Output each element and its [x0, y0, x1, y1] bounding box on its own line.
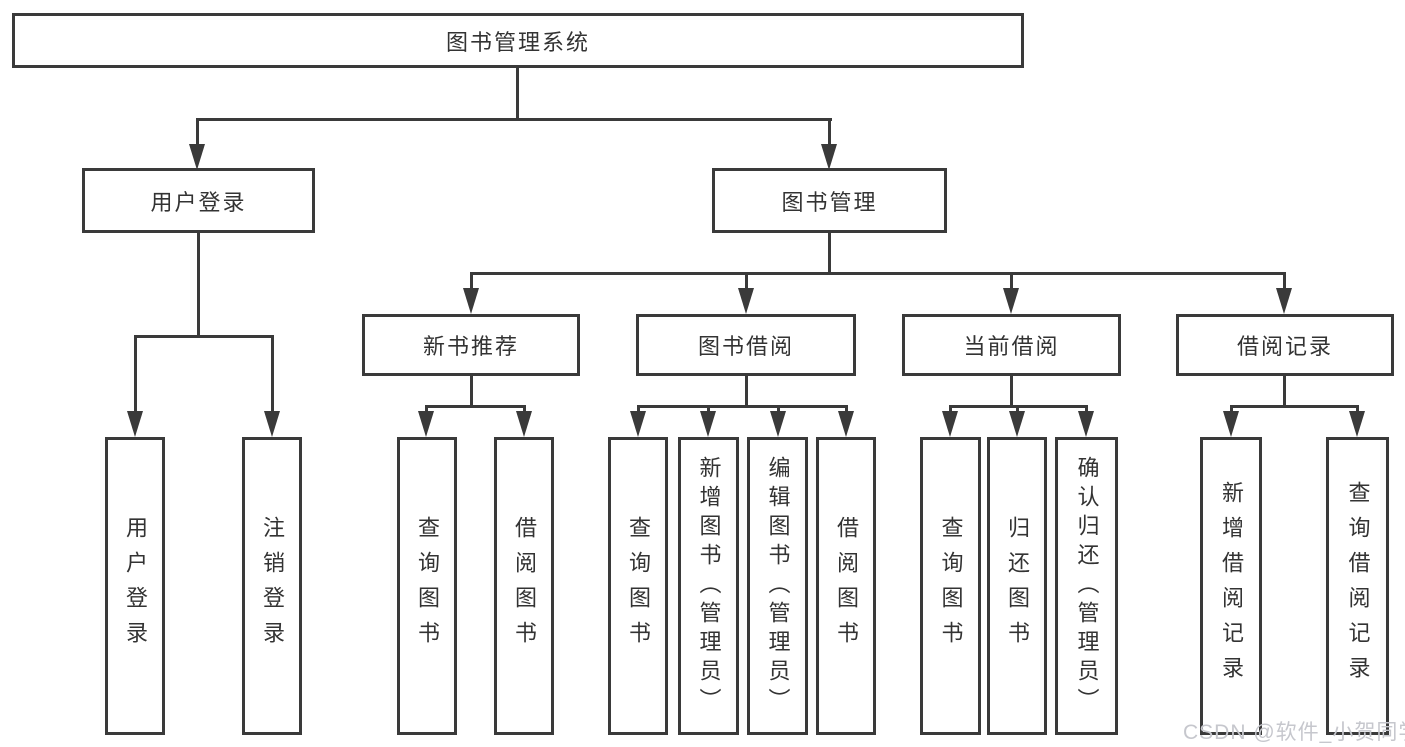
connector-line — [637, 405, 848, 408]
connector-line — [196, 118, 199, 146]
connector-line — [516, 66, 519, 118]
connector-line — [425, 405, 526, 408]
node-leaf-nbr-borrow-books: 借阅图书 — [494, 437, 554, 735]
connector-line — [1283, 272, 1286, 290]
connector-line — [1356, 405, 1359, 415]
connector-line — [1283, 376, 1286, 407]
arrow-down-icon — [770, 411, 786, 437]
csdn-watermark: CSDN @软件_小贺同学 — [1183, 721, 1405, 744]
connector-line — [1010, 272, 1013, 290]
connector-line — [637, 405, 640, 415]
arrow-down-icon — [1078, 411, 1094, 437]
arrow-down-icon — [942, 411, 958, 437]
connector-line — [523, 405, 526, 415]
connector-line — [777, 405, 780, 415]
node-leaf-logout: 注销登录 — [242, 437, 302, 735]
arrow-down-icon — [821, 144, 837, 170]
connector-line — [470, 376, 473, 407]
arrow-down-icon — [1276, 288, 1292, 314]
arrow-down-icon — [1349, 411, 1365, 437]
arrow-down-icon — [516, 411, 532, 437]
node-leaf-nbr-query-books: 查询图书 — [397, 437, 457, 735]
node-leaf-br-query-record: 查询借阅记录 — [1326, 437, 1389, 735]
connector-line — [470, 272, 473, 290]
arrow-down-icon — [838, 411, 854, 437]
connector-line — [828, 233, 831, 274]
node-book-borrow: 图书借阅 — [636, 314, 856, 376]
arrow-down-icon — [1003, 288, 1019, 314]
connector-line — [197, 233, 200, 335]
arrow-down-icon — [1009, 411, 1025, 437]
connector-line — [134, 335, 274, 338]
connector-line — [470, 272, 1286, 275]
node-leaf-bb-add-books-admin: 新增图书（管理员） — [678, 437, 739, 735]
node-root: 图书管理系统 — [12, 13, 1024, 68]
connector-line — [1010, 376, 1013, 407]
connector-line — [745, 376, 748, 407]
node-leaf-user-login: 用户登录 — [105, 437, 165, 735]
node-borrow-records: 借阅记录 — [1176, 314, 1394, 376]
connector-line — [1085, 405, 1088, 415]
arrow-down-icon — [418, 411, 434, 437]
node-leaf-cb-confirm-return-admin: 确认归还（管理员） — [1055, 437, 1118, 735]
node-new-book-rec: 新书推荐 — [362, 314, 580, 376]
connector-line — [271, 335, 274, 413]
arrow-down-icon — [463, 288, 479, 314]
arrow-down-icon — [1223, 411, 1239, 437]
connector-line — [845, 405, 848, 415]
node-leaf-bb-borrow-books: 借阅图书 — [816, 437, 876, 735]
connector-line — [745, 272, 748, 290]
arrow-down-icon — [738, 288, 754, 314]
node-leaf-bb-edit-books-admin: 编辑图书（管理员） — [747, 437, 808, 735]
node-book-mgmt: 图书管理 — [712, 168, 947, 233]
node-leaf-cb-query-books: 查询图书 — [920, 437, 981, 735]
connector-line — [425, 405, 428, 415]
arrow-down-icon — [127, 411, 143, 437]
connector-line — [1016, 405, 1019, 415]
connector-line — [949, 405, 952, 415]
arrow-down-icon — [700, 411, 716, 437]
arrow-down-icon — [189, 144, 205, 170]
node-current-borrow: 当前借阅 — [902, 314, 1121, 376]
connector-line — [196, 118, 832, 121]
node-leaf-br-add-record: 新增借阅记录 — [1200, 437, 1262, 735]
connector-line — [828, 118, 831, 146]
arrow-down-icon — [264, 411, 280, 437]
node-leaf-cb-return-books: 归还图书 — [987, 437, 1047, 735]
node-leaf-bb-query-books: 查询图书 — [608, 437, 668, 735]
connector-line — [134, 335, 137, 413]
connector-line — [1230, 405, 1359, 408]
node-user-login: 用户登录 — [82, 168, 315, 233]
connector-line — [707, 405, 710, 415]
connector-line — [1230, 405, 1233, 415]
arrow-down-icon — [630, 411, 646, 437]
